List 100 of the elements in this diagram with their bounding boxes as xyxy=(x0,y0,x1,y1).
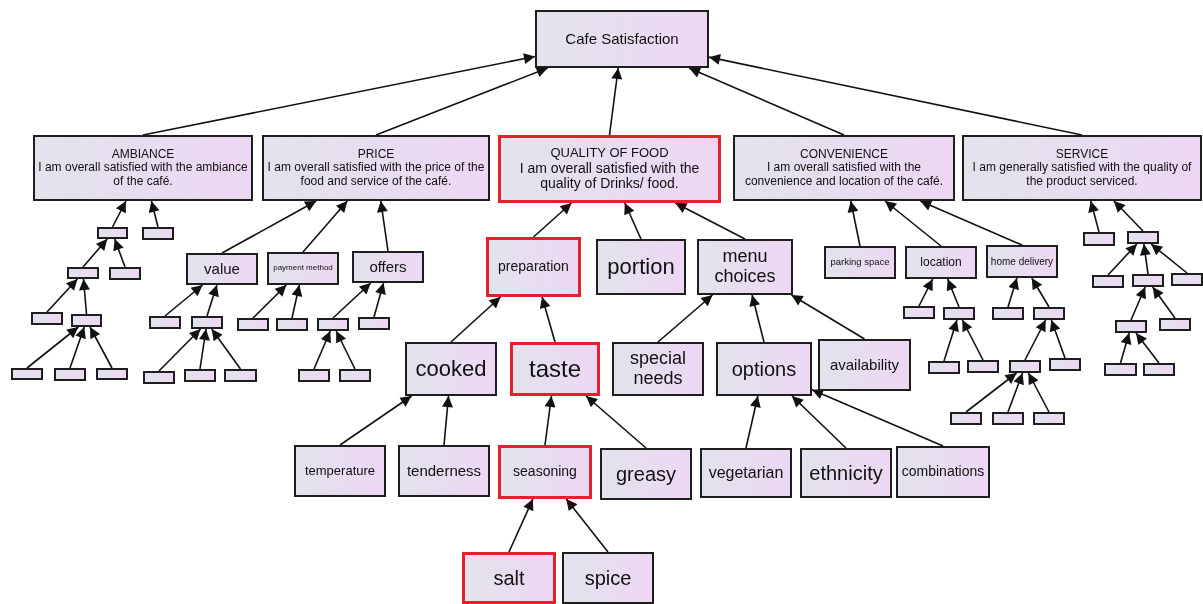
empty-box xyxy=(109,267,141,280)
empty-box xyxy=(224,369,257,382)
empty-box xyxy=(928,361,960,374)
concept-box xyxy=(896,446,990,498)
arrow xyxy=(111,200,127,228)
concept-box xyxy=(818,339,911,391)
arrow xyxy=(624,202,642,240)
arrow xyxy=(210,328,242,370)
empty-box xyxy=(950,412,982,425)
arrow xyxy=(450,296,502,343)
arrow xyxy=(884,200,942,247)
box-label: portion xyxy=(607,254,675,280)
arrow xyxy=(745,395,761,449)
concept-box xyxy=(510,342,600,396)
arrow xyxy=(69,326,86,369)
arrow xyxy=(791,395,847,449)
empty-box xyxy=(96,368,128,380)
box-label: spice xyxy=(584,567,632,589)
box-label: parking space xyxy=(830,257,890,268)
arrow xyxy=(608,67,623,136)
arrow xyxy=(708,54,1083,136)
arrow xyxy=(1130,286,1146,321)
concept-box xyxy=(716,342,812,396)
empty-box xyxy=(276,318,308,331)
empty-box xyxy=(358,317,390,330)
arrow xyxy=(373,282,386,318)
concept-box xyxy=(405,342,497,396)
arrow xyxy=(946,278,960,308)
arrow xyxy=(674,202,746,240)
arrow xyxy=(918,278,934,307)
box-description: I am overall satisfied with the convenience and location of the café. xyxy=(743,161,945,188)
arrow xyxy=(544,395,556,446)
empty-box xyxy=(1033,412,1065,425)
arrow xyxy=(1151,286,1176,319)
box-label: Cafe Satisfaction xyxy=(565,30,679,48)
empty-box xyxy=(71,314,102,327)
concept-box xyxy=(962,135,1202,201)
arrow xyxy=(1031,277,1050,308)
empty-box xyxy=(1083,232,1115,246)
empty-box xyxy=(967,360,999,373)
box-description: I am overall satisfied with the quality of Drinks/ food. xyxy=(518,160,701,192)
box-label: availability xyxy=(829,356,900,374)
box-heading: PRICE xyxy=(357,148,395,162)
arrow xyxy=(1088,200,1100,233)
arrow xyxy=(442,395,453,446)
box-label: temperature xyxy=(304,463,376,479)
concept-box xyxy=(33,135,253,201)
box-label: vegetarian xyxy=(708,464,784,482)
arrow xyxy=(539,296,556,343)
concept-box xyxy=(486,237,581,297)
arrow xyxy=(790,294,866,340)
arrow xyxy=(82,238,109,268)
empty-box xyxy=(992,412,1024,425)
box-label: location xyxy=(920,255,962,270)
concept-box xyxy=(186,253,258,285)
empty-box xyxy=(317,318,349,331)
box-label: salt xyxy=(493,567,525,589)
box-label: seasoning xyxy=(513,464,577,480)
arrow xyxy=(221,200,317,254)
box-label: options xyxy=(731,358,797,380)
box-label: ethnicity xyxy=(809,462,883,484)
arrow xyxy=(313,330,332,370)
concept-box xyxy=(498,135,721,203)
box-label: tenderness xyxy=(406,462,482,480)
concept-box xyxy=(535,10,709,68)
arrow xyxy=(148,200,160,228)
empty-box xyxy=(1009,360,1041,373)
box-label: greasy xyxy=(616,463,676,485)
empty-box xyxy=(54,368,86,381)
empty-box xyxy=(31,312,63,325)
concept-box xyxy=(294,445,386,497)
box-heading: CONVENIENCE xyxy=(800,148,888,162)
arrow xyxy=(158,328,202,372)
concept-box xyxy=(352,251,424,283)
arrow xyxy=(339,395,413,446)
empty-box xyxy=(1104,363,1137,376)
arrow xyxy=(1113,200,1144,232)
arrow xyxy=(811,388,944,447)
arrow xyxy=(1027,372,1050,413)
concept-box xyxy=(733,135,955,201)
box-heading: SERVICE xyxy=(1055,148,1109,162)
concept-box xyxy=(596,239,686,295)
box-label: preparation xyxy=(498,259,569,275)
arrow xyxy=(252,284,288,319)
empty-box xyxy=(1092,275,1124,288)
empty-box xyxy=(298,369,330,382)
arrow xyxy=(332,282,372,319)
concept-box xyxy=(267,252,339,285)
box-label: value xyxy=(204,260,240,278)
arrow xyxy=(1107,243,1138,276)
concept-box xyxy=(498,445,592,499)
arrow xyxy=(89,326,113,369)
arrow xyxy=(943,319,959,362)
arrow xyxy=(1135,332,1160,364)
empty-box xyxy=(1127,231,1159,244)
box-label: special needs xyxy=(629,349,687,389)
concept-box xyxy=(398,445,490,497)
empty-box xyxy=(67,267,99,279)
concept-box xyxy=(262,135,490,201)
arrow xyxy=(142,53,536,136)
